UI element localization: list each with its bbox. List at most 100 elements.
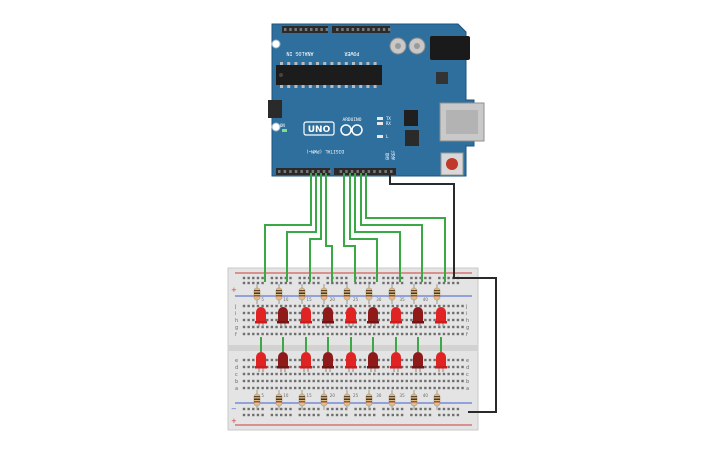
rail-hole[interactable] — [303, 276, 306, 280]
terminal-hole[interactable] — [289, 311, 292, 315]
led[interactable] — [390, 352, 402, 372]
terminal-hole[interactable] — [438, 332, 441, 336]
analog-header[interactable] — [332, 26, 390, 33]
terminal-hole[interactable] — [377, 311, 381, 315]
terminal-hole[interactable] — [349, 325, 353, 329]
rail-hole[interactable] — [382, 276, 385, 280]
terminal-hole[interactable] — [335, 332, 339, 336]
digital-pin[interactable] — [362, 170, 365, 173]
terminal-hole[interactable] — [289, 318, 292, 322]
digital-pin[interactable] — [378, 170, 382, 173]
terminal-hole[interactable] — [391, 372, 394, 376]
terminal-hole[interactable] — [359, 379, 362, 383]
terminal-hole[interactable] — [456, 311, 460, 315]
terminal-hole[interactable] — [363, 311, 367, 315]
terminal-hole[interactable] — [335, 386, 339, 390]
terminal-hole[interactable] — [363, 386, 367, 390]
terminal-hole[interactable] — [312, 379, 315, 383]
terminal-hole[interactable] — [386, 332, 390, 336]
terminal-hole[interactable] — [349, 386, 353, 390]
resistor[interactable] — [343, 284, 351, 304]
terminal-hole[interactable] — [382, 304, 385, 308]
terminal-hole[interactable] — [373, 325, 376, 329]
terminal-hole[interactable] — [447, 325, 450, 329]
rail-hole[interactable] — [438, 276, 441, 280]
terminal-hole[interactable] — [452, 372, 455, 376]
terminal-hole[interactable] — [242, 386, 246, 390]
terminal-hole[interactable] — [312, 358, 315, 362]
terminal-hole[interactable] — [261, 372, 264, 376]
terminal-hole[interactable] — [298, 311, 301, 315]
terminal-hole[interactable] — [414, 304, 418, 308]
terminal-hole[interactable] — [340, 372, 343, 376]
terminal-hole[interactable] — [275, 365, 278, 369]
led[interactable] — [412, 352, 424, 372]
rail-hole[interactable] — [256, 276, 260, 280]
rail-hole[interactable] — [298, 276, 301, 280]
terminal-hole[interactable] — [442, 304, 446, 308]
terminal-hole[interactable] — [438, 304, 441, 308]
led[interactable] — [255, 352, 267, 372]
terminal-hole[interactable] — [400, 325, 404, 329]
icsp2-header[interactable] — [405, 130, 419, 146]
terminal-hole[interactable] — [321, 379, 325, 383]
terminal-hole[interactable] — [266, 365, 269, 369]
terminal-hole[interactable] — [345, 379, 348, 383]
terminal-hole[interactable] — [289, 386, 292, 390]
terminal-hole[interactable] — [363, 379, 367, 383]
terminal-hole[interactable] — [419, 325, 422, 329]
terminal-hole[interactable] — [345, 325, 348, 329]
terminal-hole[interactable] — [335, 358, 339, 362]
rail-hole[interactable] — [270, 413, 274, 417]
rail-hole[interactable] — [326, 281, 329, 285]
terminal-hole[interactable] — [247, 358, 250, 362]
rail-hole[interactable] — [289, 413, 292, 417]
terminal-hole[interactable] — [321, 372, 325, 376]
rail-hole[interactable] — [261, 407, 264, 411]
terminal-hole[interactable] — [275, 379, 278, 383]
terminal-hole[interactable] — [293, 332, 297, 336]
terminal-hole[interactable] — [447, 358, 450, 362]
rail-hole[interactable] — [303, 413, 306, 417]
terminal-hole[interactable] — [410, 311, 413, 315]
terminal-hole[interactable] — [428, 365, 432, 369]
terminal-hole[interactable] — [252, 318, 255, 322]
terminal-hole[interactable] — [424, 325, 427, 329]
terminal-hole[interactable] — [340, 379, 343, 383]
terminal-hole[interactable] — [317, 386, 320, 390]
rail-hole[interactable] — [298, 407, 301, 411]
terminal-hole[interactable] — [400, 365, 404, 369]
terminal-hole[interactable] — [298, 379, 301, 383]
icsp-header[interactable] — [268, 100, 282, 118]
terminal-hole[interactable] — [461, 358, 464, 362]
rail-hole[interactable] — [340, 413, 343, 417]
terminal-hole[interactable] — [335, 325, 339, 329]
terminal-hole[interactable] — [293, 372, 297, 376]
terminal-hole[interactable] — [400, 311, 404, 315]
terminal-hole[interactable] — [400, 304, 404, 308]
terminal-hole[interactable] — [410, 379, 413, 383]
rail-hole[interactable] — [396, 407, 399, 411]
digital-header-low[interactable] — [276, 168, 330, 175]
header-pin[interactable] — [367, 28, 370, 31]
rail-hole[interactable] — [331, 407, 334, 411]
terminal-hole[interactable] — [247, 365, 250, 369]
terminal-hole[interactable] — [340, 332, 343, 336]
terminal-hole[interactable] — [247, 325, 250, 329]
header-pin[interactable] — [294, 28, 297, 31]
terminal-hole[interactable] — [447, 379, 450, 383]
terminal-hole[interactable] — [368, 332, 371, 336]
rail-hole[interactable] — [345, 413, 348, 417]
resistor[interactable] — [433, 284, 441, 304]
header-pin[interactable] — [341, 28, 344, 31]
terminal-hole[interactable] — [266, 379, 269, 383]
digital-pin[interactable] — [350, 170, 354, 173]
terminal-hole[interactable] — [461, 311, 464, 315]
terminal-hole[interactable] — [312, 386, 315, 390]
rail-hole[interactable] — [317, 276, 320, 280]
digital-pin[interactable] — [390, 170, 393, 173]
signal-wire[interactable] — [360, 173, 423, 282]
terminal-hole[interactable] — [447, 365, 450, 369]
terminal-hole[interactable] — [275, 386, 278, 390]
terminal-hole[interactable] — [424, 379, 427, 383]
